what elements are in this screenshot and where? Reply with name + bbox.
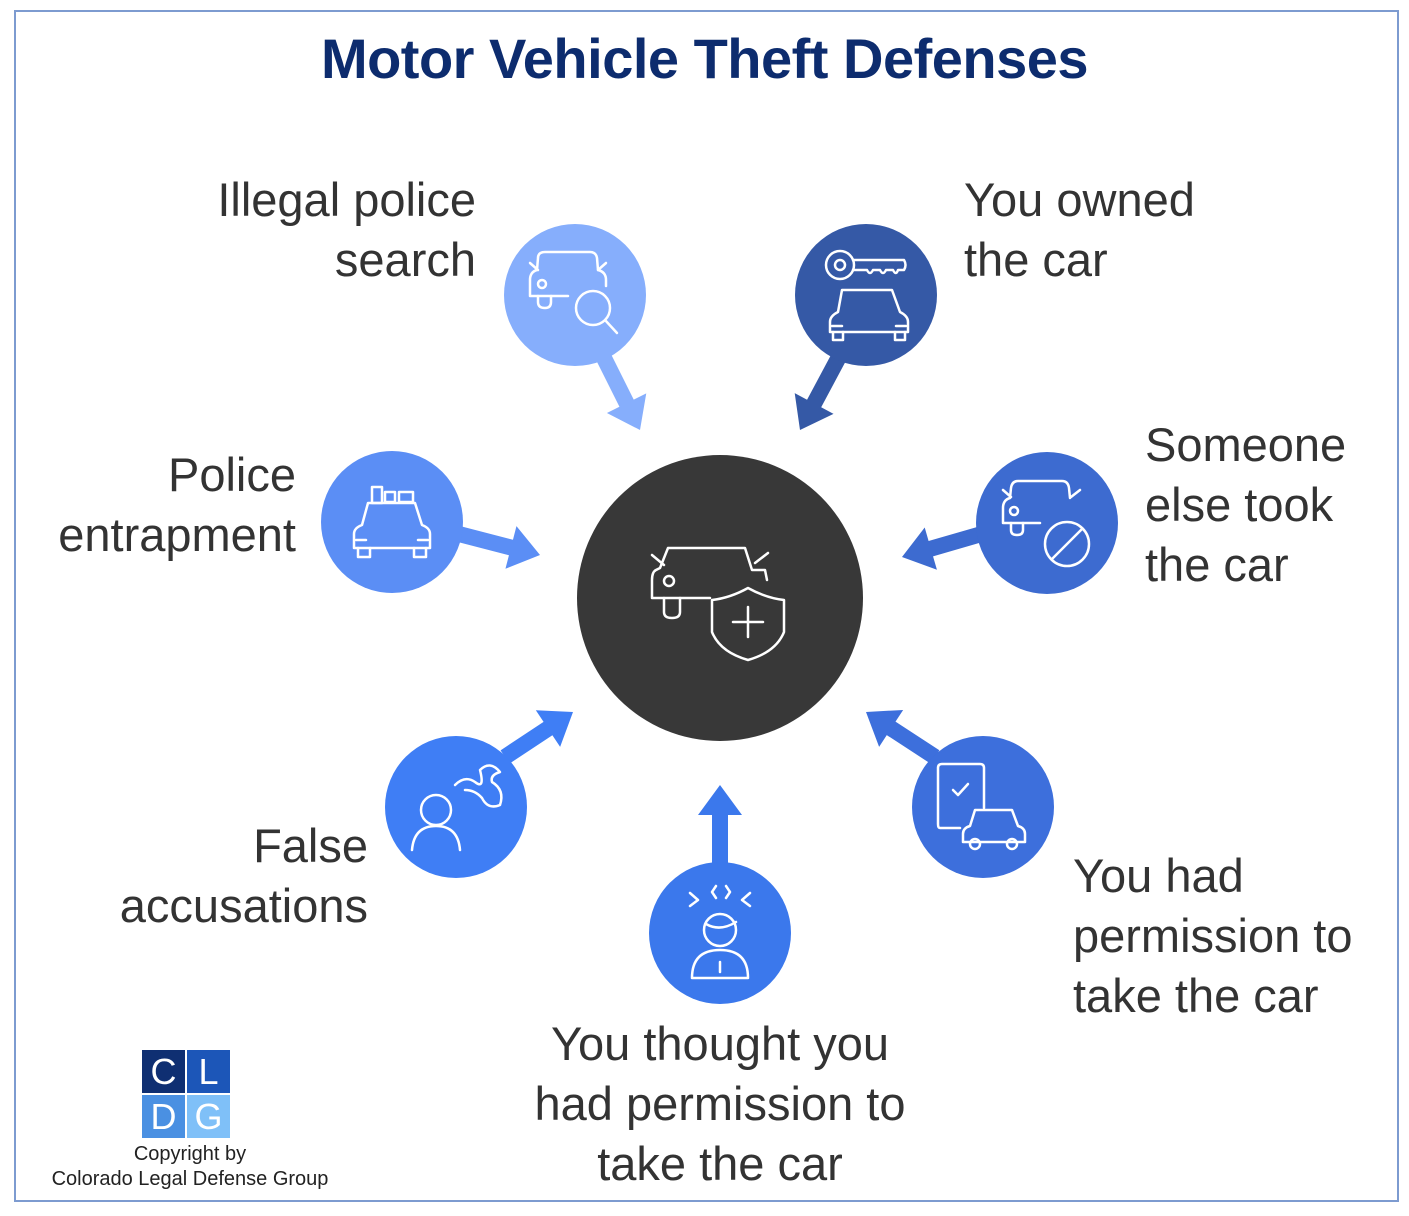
circle-thought-permission: [649, 862, 791, 1004]
label-line: the car: [1145, 538, 1289, 591]
label-illegal-search: Illegal police search: [100, 170, 476, 290]
label-line: search: [334, 233, 476, 286]
label-had-permission: You had permission to take the car: [1073, 846, 1353, 1026]
circle-false-accusations: [385, 736, 527, 878]
page-title: Motor Vehicle Theft Defenses: [320, 27, 1089, 90]
confused-person-icon: [688, 884, 752, 980]
arrow-shape: [698, 785, 742, 868]
arrow-illegal-search: [592, 346, 647, 430]
car-shield-icon: [650, 546, 786, 662]
label-line: else took: [1145, 478, 1334, 531]
copyright-text: Copyright by Colorado Legal Defense Grou…: [30, 1142, 350, 1192]
arrow-owned-car: [794, 351, 848, 430]
label-line: You thought you: [550, 1017, 890, 1070]
arrow-had-permission: [866, 709, 940, 764]
cldg-logo: C L D G: [142, 1050, 230, 1138]
logo-letter-g: G: [187, 1095, 230, 1138]
label-line: False: [253, 819, 368, 872]
car-prohibited-icon: [1001, 479, 1091, 568]
label-line: the car: [964, 233, 1108, 286]
circle-illegal-search: [504, 224, 646, 366]
label-line: You had: [1073, 849, 1244, 902]
label-entrapment: Police entrapment: [20, 445, 296, 565]
circle-someone-else: [976, 452, 1118, 594]
logo-letter-l: L: [187, 1050, 230, 1093]
label-line: Police: [167, 448, 296, 501]
label-line: had permission to: [534, 1077, 906, 1130]
arrow-shape: [866, 709, 940, 764]
label-line: take the car: [1073, 969, 1319, 1022]
logo-letter-d: D: [142, 1095, 185, 1138]
logo-letter-c: C: [142, 1050, 185, 1093]
label-false-accusations: False accusations: [40, 816, 368, 936]
label-owned-car: You owned the car: [964, 170, 1195, 290]
label-line: accusations: [119, 879, 368, 932]
label-line: take the car: [597, 1137, 843, 1190]
person-speech-icon: [410, 764, 503, 852]
label-line: You owned: [964, 173, 1195, 226]
label-line: Illegal police: [217, 173, 476, 226]
circle-entrapment: [321, 451, 463, 593]
arrow-shape: [500, 710, 573, 764]
copyright-owner: Colorado Legal Defense Group: [51, 1168, 329, 1190]
arrow-someone-else: [902, 525, 988, 570]
label-line: permission to: [1073, 909, 1353, 962]
arrow-shape: [592, 346, 647, 430]
arrow-shape: [902, 525, 988, 570]
label-thought-permission: You thought you had permission to take t…: [470, 1014, 970, 1194]
arrow-shape: [794, 351, 848, 430]
key-car-icon: [824, 249, 910, 342]
car-search-icon: [528, 250, 619, 335]
copyright-line: Copyright by: [133, 1143, 247, 1165]
circle-owned-car: [795, 224, 937, 366]
police-car-icon: [352, 485, 432, 559]
arrow-thought-permission: [698, 785, 742, 868]
arrow-false-accusations: [500, 710, 573, 764]
label-line: Someone: [1145, 418, 1347, 471]
arrow-shape: [452, 525, 540, 569]
label-line: entrapment: [58, 508, 296, 561]
phone-car-icon: [936, 762, 1027, 851]
label-someone-else: Someone else took the car: [1145, 415, 1346, 595]
frame-border: [14, 10, 1399, 1202]
arrow-entrapment: [452, 525, 540, 569]
